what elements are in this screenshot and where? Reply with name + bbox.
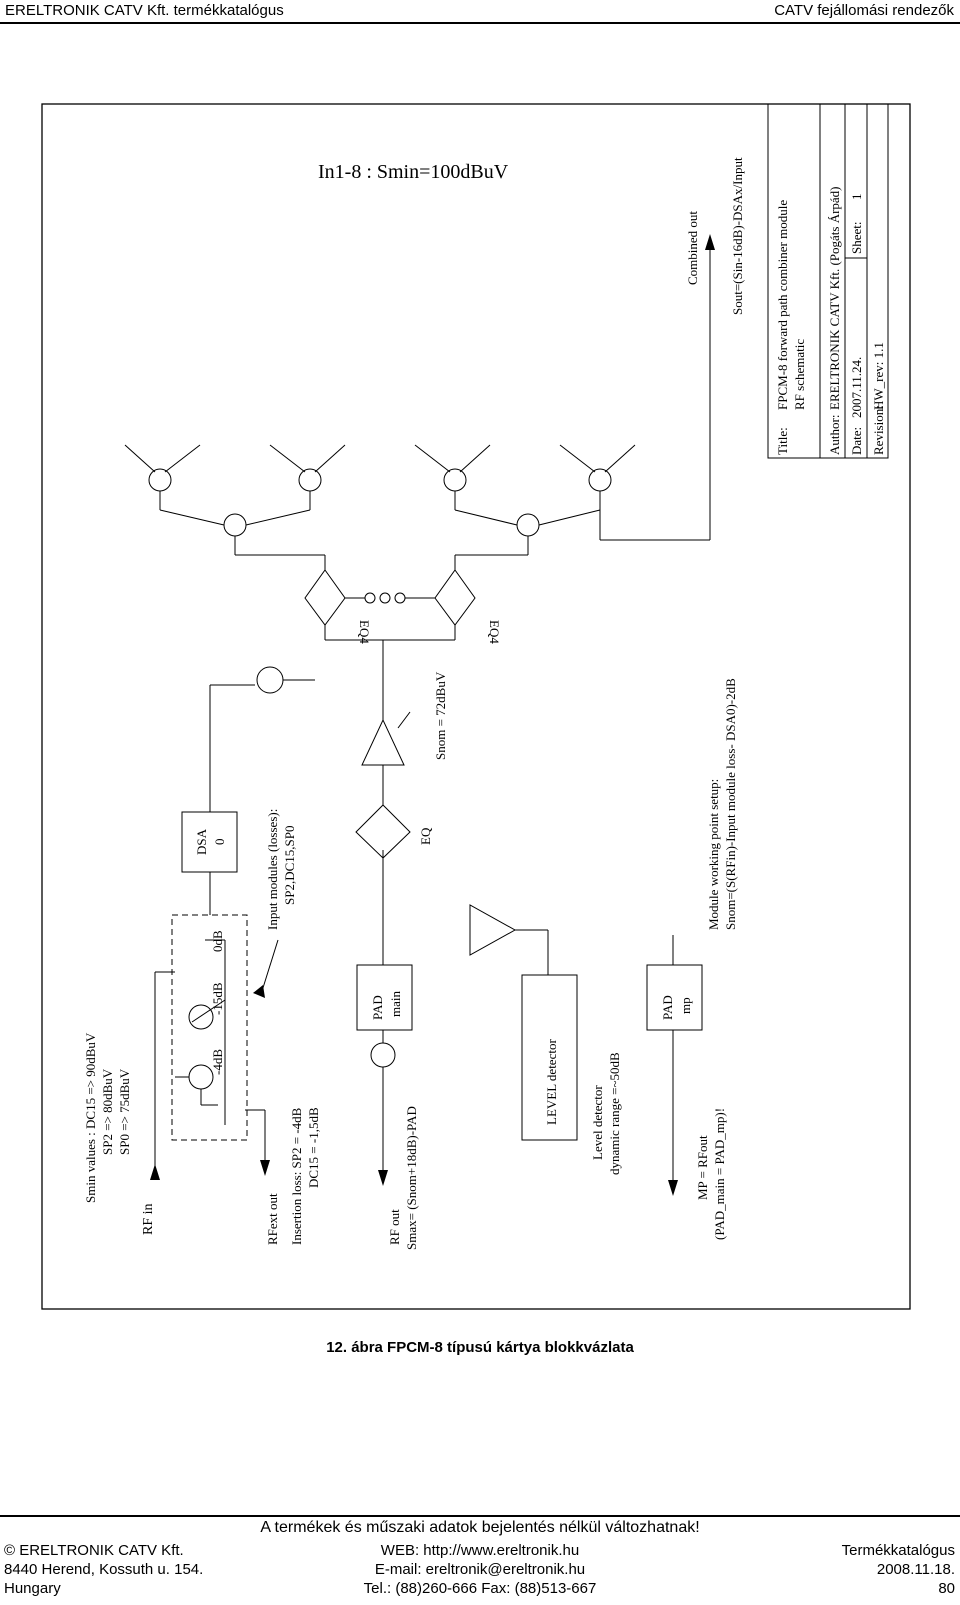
footer-rule — [0, 1515, 960, 1517]
combined-out-arrow — [705, 234, 715, 250]
header-section: CATV fejállomási rendezők — [774, 2, 954, 19]
footer-company: © ERELTRONIK CATV Kft. 8440 Herend, Koss… — [4, 1542, 204, 1597]
svg-text:1: 1 — [849, 194, 864, 201]
svg-text:PAD: PAD — [660, 995, 675, 1020]
svg-text:0: 0 — [212, 839, 227, 846]
svg-text:EQ4: EQ4 — [357, 620, 372, 644]
smin-inputs-label: In1-8 : Smin=100dBuV — [318, 161, 509, 183]
svg-text:Module working point setup:: Module working point setup: — [706, 779, 721, 930]
svg-text:Smin values : DC15 => 90dBuV: Smin values : DC15 => 90dBuV — [83, 1032, 98, 1203]
smin-values-label: Smin values : DC15 => 90dBuV — [83, 1032, 98, 1203]
svg-text:SP2,DC15,SP0: SP2,DC15,SP0 — [282, 826, 297, 905]
header-company: ERELTRONIK CATV Kft. termékkatalógus — [5, 2, 284, 19]
svg-text:FPCM-8 forward path combiner m: FPCM-8 forward path combiner module — [775, 200, 790, 410]
svg-text:-15dB: -15dB — [210, 982, 225, 1015]
svg-text:mp: mp — [678, 997, 693, 1014]
svg-text:Smax= (Snom+18dB)-PAD: Smax= (Snom+18dB)-PAD — [404, 1106, 419, 1250]
detector-amplifier — [469, 904, 517, 956]
svg-text:Sheet:: Sheet: — [849, 222, 864, 255]
svg-text:LEVEL detector: LEVEL detector — [544, 1039, 559, 1125]
svg-text:DSA: DSA — [194, 828, 209, 855]
combined-out-label: Combined out — [685, 211, 700, 285]
pad-main-block — [356, 964, 413, 1031]
svg-text:EQ4: EQ4 — [487, 620, 502, 644]
schematic: Smin values : DC15 => 90dBuV SP2 => 80dB… — [41, 103, 911, 1310]
title-block: Title: FPCM-8 forward path combiner modu… — [767, 103, 889, 459]
svg-text:RF schematic: RF schematic — [792, 339, 807, 410]
footer-notice: A termékek és műszaki adatok bejelentés … — [260, 1519, 700, 1536]
svg-text:SP2 => 80dBuV: SP2 => 80dBuV — [100, 1068, 115, 1155]
rf-out-label: RF out — [387, 1209, 402, 1245]
svg-text:Insertion loss: SP2 = -4dB: Insertion loss: SP2 = -4dB — [289, 1107, 304, 1245]
snom-label: Snom = 72dBuV — [433, 671, 448, 760]
svg-text:0dB: 0dB — [210, 930, 225, 952]
svg-text:PAD: PAD — [370, 995, 385, 1020]
svg-text:Title:: Title: — [775, 427, 790, 455]
splitter-main — [256, 666, 284, 694]
svg-text:dynamic range =~50dB: dynamic range =~50dB — [607, 1052, 622, 1175]
svg-text:Input modules (losses):: Input modules (losses): — [265, 809, 280, 930]
svg-text:-4dB: -4dB — [210, 1049, 225, 1075]
svg-text:Date:: Date: — [849, 427, 864, 455]
svg-text:main: main — [388, 991, 403, 1017]
svg-text:DC15 = -1,5dB: DC15 = -1,5dB — [306, 1107, 321, 1188]
sout-label: Sout=(Sin-16dB)-DSAx/Input — [730, 157, 745, 315]
rf-in-label: RF in — [141, 1203, 156, 1235]
footer-contact: WEB: http://www.ereltronik.hu E-mail: er… — [363, 1542, 597, 1597]
rfext-out-label: RFext out — [265, 1193, 280, 1245]
svg-text:Level detector: Level detector — [590, 1085, 605, 1160]
svg-text:MP = RFout: MP = RFout — [695, 1135, 710, 1200]
eq-diamond — [355, 804, 411, 859]
svg-text:2007.11.24.: 2007.11.24. — [849, 357, 864, 418]
svg-text:Author:: Author: — [827, 415, 842, 455]
figure-caption: 12. ábra FPCM-8 típusú kártya blokkvázla… — [326, 1339, 634, 1356]
svg-text:ERELTRONIK CATV Kft. (Pogáts Á: ERELTRONIK CATV Kft. (Pogáts Árpád) — [827, 186, 842, 410]
main-amplifier — [361, 718, 405, 766]
header-rule — [0, 22, 960, 24]
level-detector-block — [521, 974, 578, 1141]
schematic-border — [41, 103, 911, 1310]
page-header: ERELTRONIK CATV Kft. termékkatalógus CAT… — [0, 0, 960, 26]
eq4-diamond-1 — [304, 569, 346, 626]
svg-text:Revision:: Revision: — [871, 405, 886, 455]
svg-text:SP0 => 75dBuV: SP0 => 75dBuV — [117, 1068, 132, 1155]
eq4-diamond-2 — [434, 569, 476, 626]
svg-text:HW_rev: 1.1: HW_rev: 1.1 — [871, 342, 886, 410]
svg-text:(PAD_main = PAD_mp)!: (PAD_main = PAD_mp)! — [712, 1108, 727, 1240]
svg-text:Snom=(S(RFin)-Input module los: Snom=(S(RFin)-Input module loss- DSA0)-2… — [723, 678, 738, 930]
svg-text:EQ: EQ — [418, 827, 433, 845]
rf-in-arrow — [150, 1164, 160, 1180]
dsa-0-block — [181, 811, 238, 873]
footer-catalog: Termékkatalógus 2008.11.18. 80 — [841, 1542, 955, 1597]
pad-mp-block — [646, 964, 703, 1031]
